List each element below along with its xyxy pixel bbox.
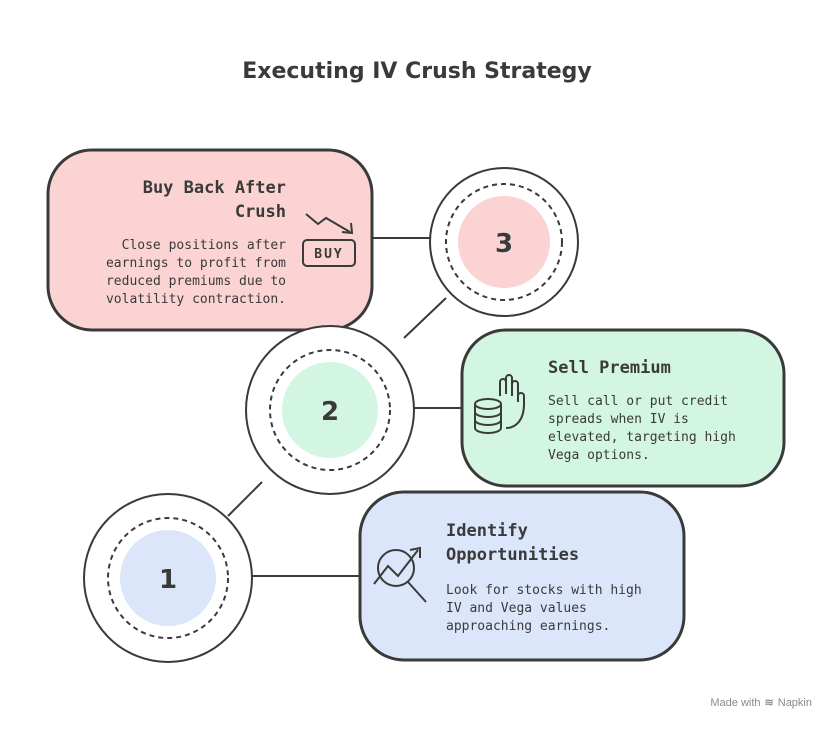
step-1-title-line-1: Identify <box>446 521 528 541</box>
step-3-title-line-2: Crush <box>235 202 286 222</box>
step-3-number: 3 <box>495 229 513 259</box>
buy-sign-icon: BUY <box>302 213 356 267</box>
step-2-desc-line-4: Vega options. <box>548 448 650 463</box>
step-3-card <box>46 148 374 332</box>
step-1-title-line-2: Opportunities <box>446 545 579 565</box>
connector-2-3 <box>403 297 447 339</box>
step-3-desc-line-3: reduced premiums due to <box>106 274 286 289</box>
watermark-prefix: Made with <box>710 696 761 709</box>
connector-1-2 <box>227 481 263 517</box>
step-2-desc-line-3: elevated, targeting high <box>548 430 736 445</box>
diagram-title: Executing IV Crush Strategy <box>242 59 592 84</box>
coins-hand-icon <box>474 374 525 434</box>
step-3-ring <box>429 167 579 317</box>
step-1-ring <box>83 493 253 663</box>
watermark: Made with ≋ Napkin <box>710 696 812 710</box>
step-2-card <box>460 328 786 488</box>
step-1-desc-line-3: approaching earnings. <box>446 619 610 634</box>
napkin-logo-icon: ≋ <box>764 697 774 709</box>
step-2-desc-line-2: spreads when IV is <box>548 412 689 427</box>
step-1-card <box>358 490 686 662</box>
step-3-desc-line-1: Close positions after <box>122 238 287 253</box>
step-3: 3 Buy Back After Crush Close positions a… <box>46 148 579 332</box>
step-1-number: 1 <box>159 565 177 595</box>
step-1: 1 Identify Opportunities Look for stocks… <box>83 490 686 663</box>
buy-sign-label: BUY <box>314 247 343 262</box>
step-1-desc-line-1: Look for stocks with high <box>446 583 642 598</box>
step-3-desc-line-2: earnings to profit from <box>106 256 286 271</box>
step-3-desc-line-4: volatility contraction. <box>106 292 286 307</box>
step-3-title-line-1: Buy Back After <box>143 178 286 198</box>
step-1-desc-line-2: IV and Vega values <box>446 601 587 616</box>
watermark-brand: Napkin <box>777 696 812 709</box>
magnifier-chart-icon <box>373 546 427 603</box>
connectors <box>227 237 462 577</box>
step-2: 2 Sell Premium Sell call or put credit s… <box>245 325 786 495</box>
step-2-title-line-1: Sell Premium <box>548 358 671 378</box>
step-2-ring <box>245 325 415 495</box>
step-2-number: 2 <box>321 397 339 427</box>
step-2-desc-line-1: Sell call or put credit <box>548 394 728 409</box>
